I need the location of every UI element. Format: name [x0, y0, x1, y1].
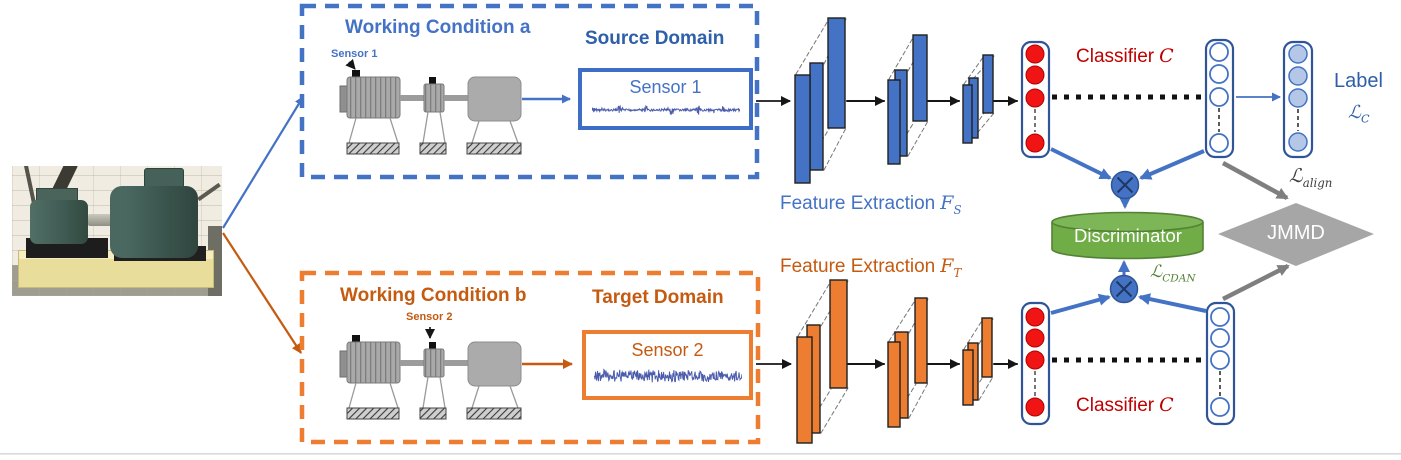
sensor1-signal-box: Sensor 1 [578, 68, 753, 130]
sensor1-tag: Sensor 1 [331, 48, 378, 60]
source-fe-text: Feature Extraction [780, 193, 936, 214]
target-domain-box [299, 270, 761, 445]
jmmd-diamond [1218, 203, 1374, 266]
source-jmmd-arrow [1221, 161, 1289, 200]
target-multiply-arrows [1050, 260, 1207, 315]
source-feature-vector [1020, 40, 1051, 159]
multiply-node-top [1110, 170, 1140, 200]
target-cnn-stack [796, 279, 1018, 444]
align-loss: ℒalign [1289, 165, 1333, 190]
target-test-bench-schematic [339, 334, 522, 420]
sensor2-waveform [593, 368, 742, 383]
source-domain-box [299, 3, 760, 180]
cdan-loss: ℒCDAN [1150, 262, 1196, 285]
target-fe-text: Feature Extraction [780, 256, 936, 277]
photo-left-motor [30, 200, 88, 244]
photo-coupling [88, 214, 114, 226]
target-classifier-output [1205, 301, 1236, 426]
photo-right-motor [110, 186, 198, 258]
multiply-node-bottom [1109, 274, 1139, 304]
label-loss: ℒC [1348, 102, 1370, 126]
target-feature-vector [1020, 301, 1051, 426]
sensor2-box-label: Sensor 2 [631, 340, 704, 360]
target-domain-title: Target Domain [592, 287, 724, 308]
sensor2-signal-box: Sensor 2 [582, 330, 753, 400]
discriminator-cylinder [1051, 211, 1204, 260]
photo-cable [197, 182, 221, 202]
jmmd-label: JMMD [1267, 222, 1325, 244]
source-classifier-output [1204, 38, 1235, 159]
source-domain-title: Source Domain [585, 28, 725, 49]
sensor2-tag: Sensor 2 [406, 311, 453, 323]
source-cnn-stack [794, 17, 1018, 184]
sensor1-pointer-arrow [345, 58, 356, 70]
sensor1-waveform [591, 104, 740, 116]
source-test-bench-schematic [339, 69, 522, 155]
test-rig-photo [12, 166, 222, 296]
source-multiply-arrows [1050, 147, 1205, 209]
sensor1-box-label: Sensor 1 [629, 77, 702, 97]
label-vector [1282, 40, 1314, 159]
target-jmmd-arrow [1221, 263, 1290, 302]
source-working-condition-title: Working Condition a [345, 17, 531, 38]
page-divider [0, 453, 1401, 455]
target-working-condition-title: Working Condition b [340, 285, 527, 306]
photo-branch-arrows [222, 96, 304, 354]
label-title: Label [1334, 70, 1383, 92]
discriminator-label: Discriminator [1074, 225, 1182, 246]
